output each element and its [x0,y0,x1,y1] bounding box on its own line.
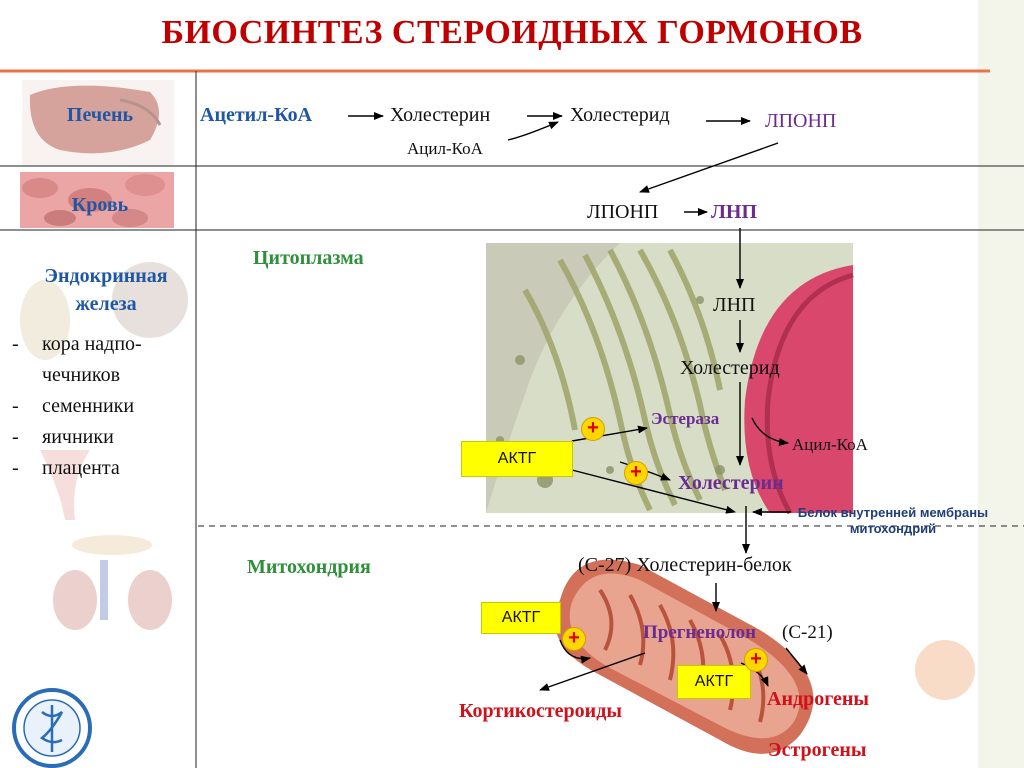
mitochondrion-image [555,559,814,754]
list-item: -кора надпо- [12,333,142,355]
plus-icon-corticosteroids: + [562,627,586,651]
node-cholesterol-liver: Холестерин [390,104,491,126]
pathway-arrows [348,112,808,691]
node-pregnenolone: Прегненолон [643,622,757,643]
gland-list: -кора надпо- чечников -семенники -яичник… [12,329,142,484]
node-lnp-cell: ЛНП [713,294,756,316]
label-c21: (С-21) [782,622,833,643]
node-cholesteride-liver: Холестерид [570,104,670,126]
enzyme-esterase: Эстераза [651,409,720,428]
product-corticosteroids: Кортикостероиды [459,700,622,722]
node-lponp-liver: ЛПОНП [765,110,837,132]
row-label-blood: Кровь [71,194,129,216]
list-item: -семенники [12,395,135,417]
row-label-endocrine: Эндокринная железа [44,265,168,315]
list-item: чечников [42,364,121,386]
product-androgens: Андрогены [767,688,870,710]
node-cholesteride-cell: Холестерид [680,357,780,379]
page-title: БИОСИНТЕЗ СТЕРОИДНЫХ ГОРМОНОВ [161,14,863,51]
node-chol-protein: (С-27) Холестерин-белок [578,554,792,576]
product-estrogens: Эстрогены [768,739,867,761]
list-item: -яичники [12,426,114,448]
label-membrane-protein: Белок внутренней мембраны митохондрий [797,505,989,536]
compartment-mitochondria: Митохондрия [247,556,371,578]
plus-icon-esterase: + [581,417,605,441]
aktg-box-androgens: АКТГ [677,665,751,699]
node-acetyl-coa: Ацетил-КоА [200,104,313,126]
table-grid [0,69,1024,768]
plus-icon-androgens: + [744,648,768,672]
list-item: -плацента [12,457,120,479]
node-acyl-coa-cell: Ацил-КоА [792,435,868,454]
plus-icon-transport: + [624,461,648,485]
right-edge-decor [978,0,1024,768]
university-logo [12,688,92,768]
blood-cells-image [20,172,174,228]
liver-image [22,80,174,166]
node-lponp-blood: ЛПОНП [587,201,659,223]
aktg-box-corticosteroids: АКТГ [481,602,561,634]
peach-circle-decor [915,640,975,700]
node-cholesterol-cell: Холестерин [678,472,784,494]
aktg-box-cytoplasm: АКТГ [461,441,573,477]
row-label-liver: Печень [66,104,134,126]
node-acyl-coa-liver: Ацил-КоА [407,139,483,158]
compartment-cytoplasm: Цитоплазма [253,247,364,269]
gland-images [20,262,188,630]
node-lnp-blood: ЛНП [711,201,758,223]
